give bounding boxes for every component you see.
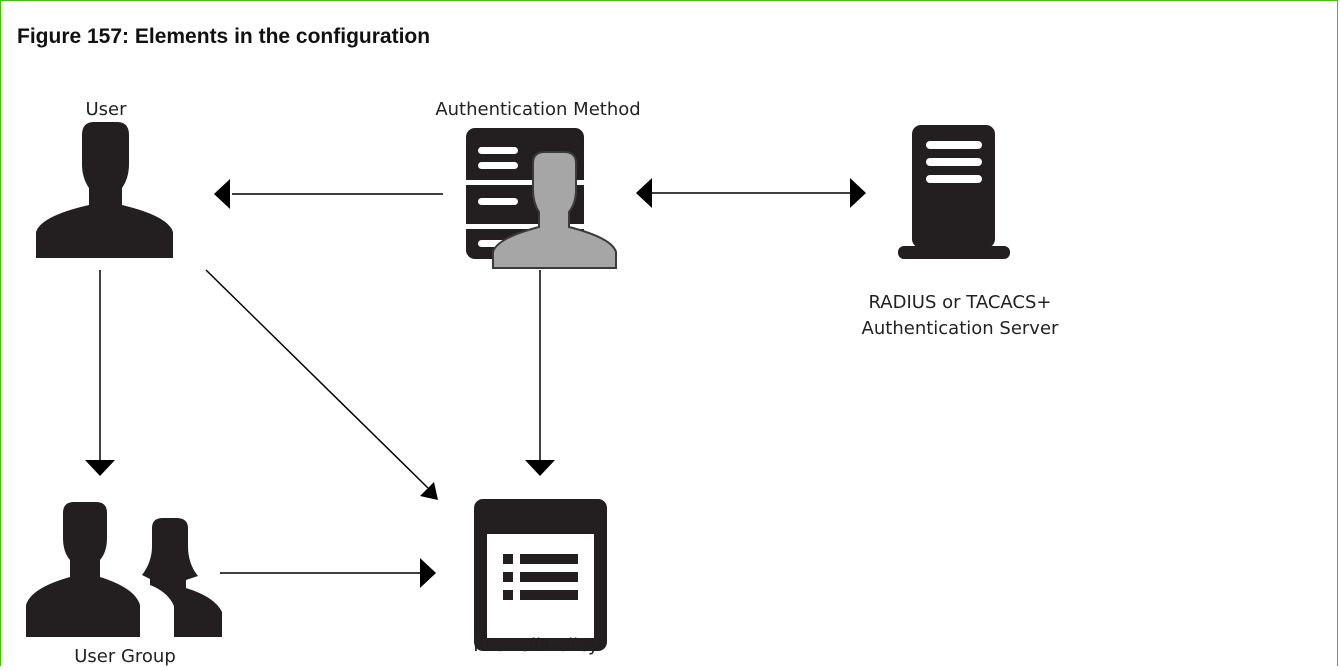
figure-title: Figure 157: Elements in the configuratio…	[17, 25, 431, 48]
user-icon	[36, 122, 173, 258]
auth-server-label-line1: RADIUS or TACACS+	[868, 292, 1052, 313]
user-group-label: User Group	[74, 646, 176, 667]
firewall-policy-label: Firewall Policy	[473, 635, 599, 656]
arrowhead-down-icon	[85, 460, 115, 476]
server-icon	[898, 125, 1010, 259]
arrowhead-left-icon	[214, 179, 230, 209]
auth-server-label-line2: Authentication Server	[861, 318, 1059, 339]
connector-auth-to-policy	[525, 270, 555, 476]
connector-group-to-policy	[220, 558, 436, 588]
connector-auth-to-server	[636, 178, 866, 208]
auth-method-label: Authentication Method	[435, 99, 641, 120]
arrowhead-left-icon	[636, 178, 652, 208]
connector-user-to-group	[85, 270, 115, 476]
connector-auth-to-user	[214, 179, 443, 209]
arrowhead-right-icon	[850, 178, 866, 208]
user-label: User	[85, 99, 127, 120]
connector-user-to-policy	[205, 269, 438, 500]
arrowhead-right-icon	[420, 558, 436, 588]
firewall-policy-icon	[474, 499, 607, 651]
user-group-icon	[26, 502, 222, 637]
arrowhead-diagonal-icon	[420, 482, 438, 500]
auth-method-icon	[466, 128, 617, 269]
arrowhead-down-icon	[525, 460, 555, 476]
